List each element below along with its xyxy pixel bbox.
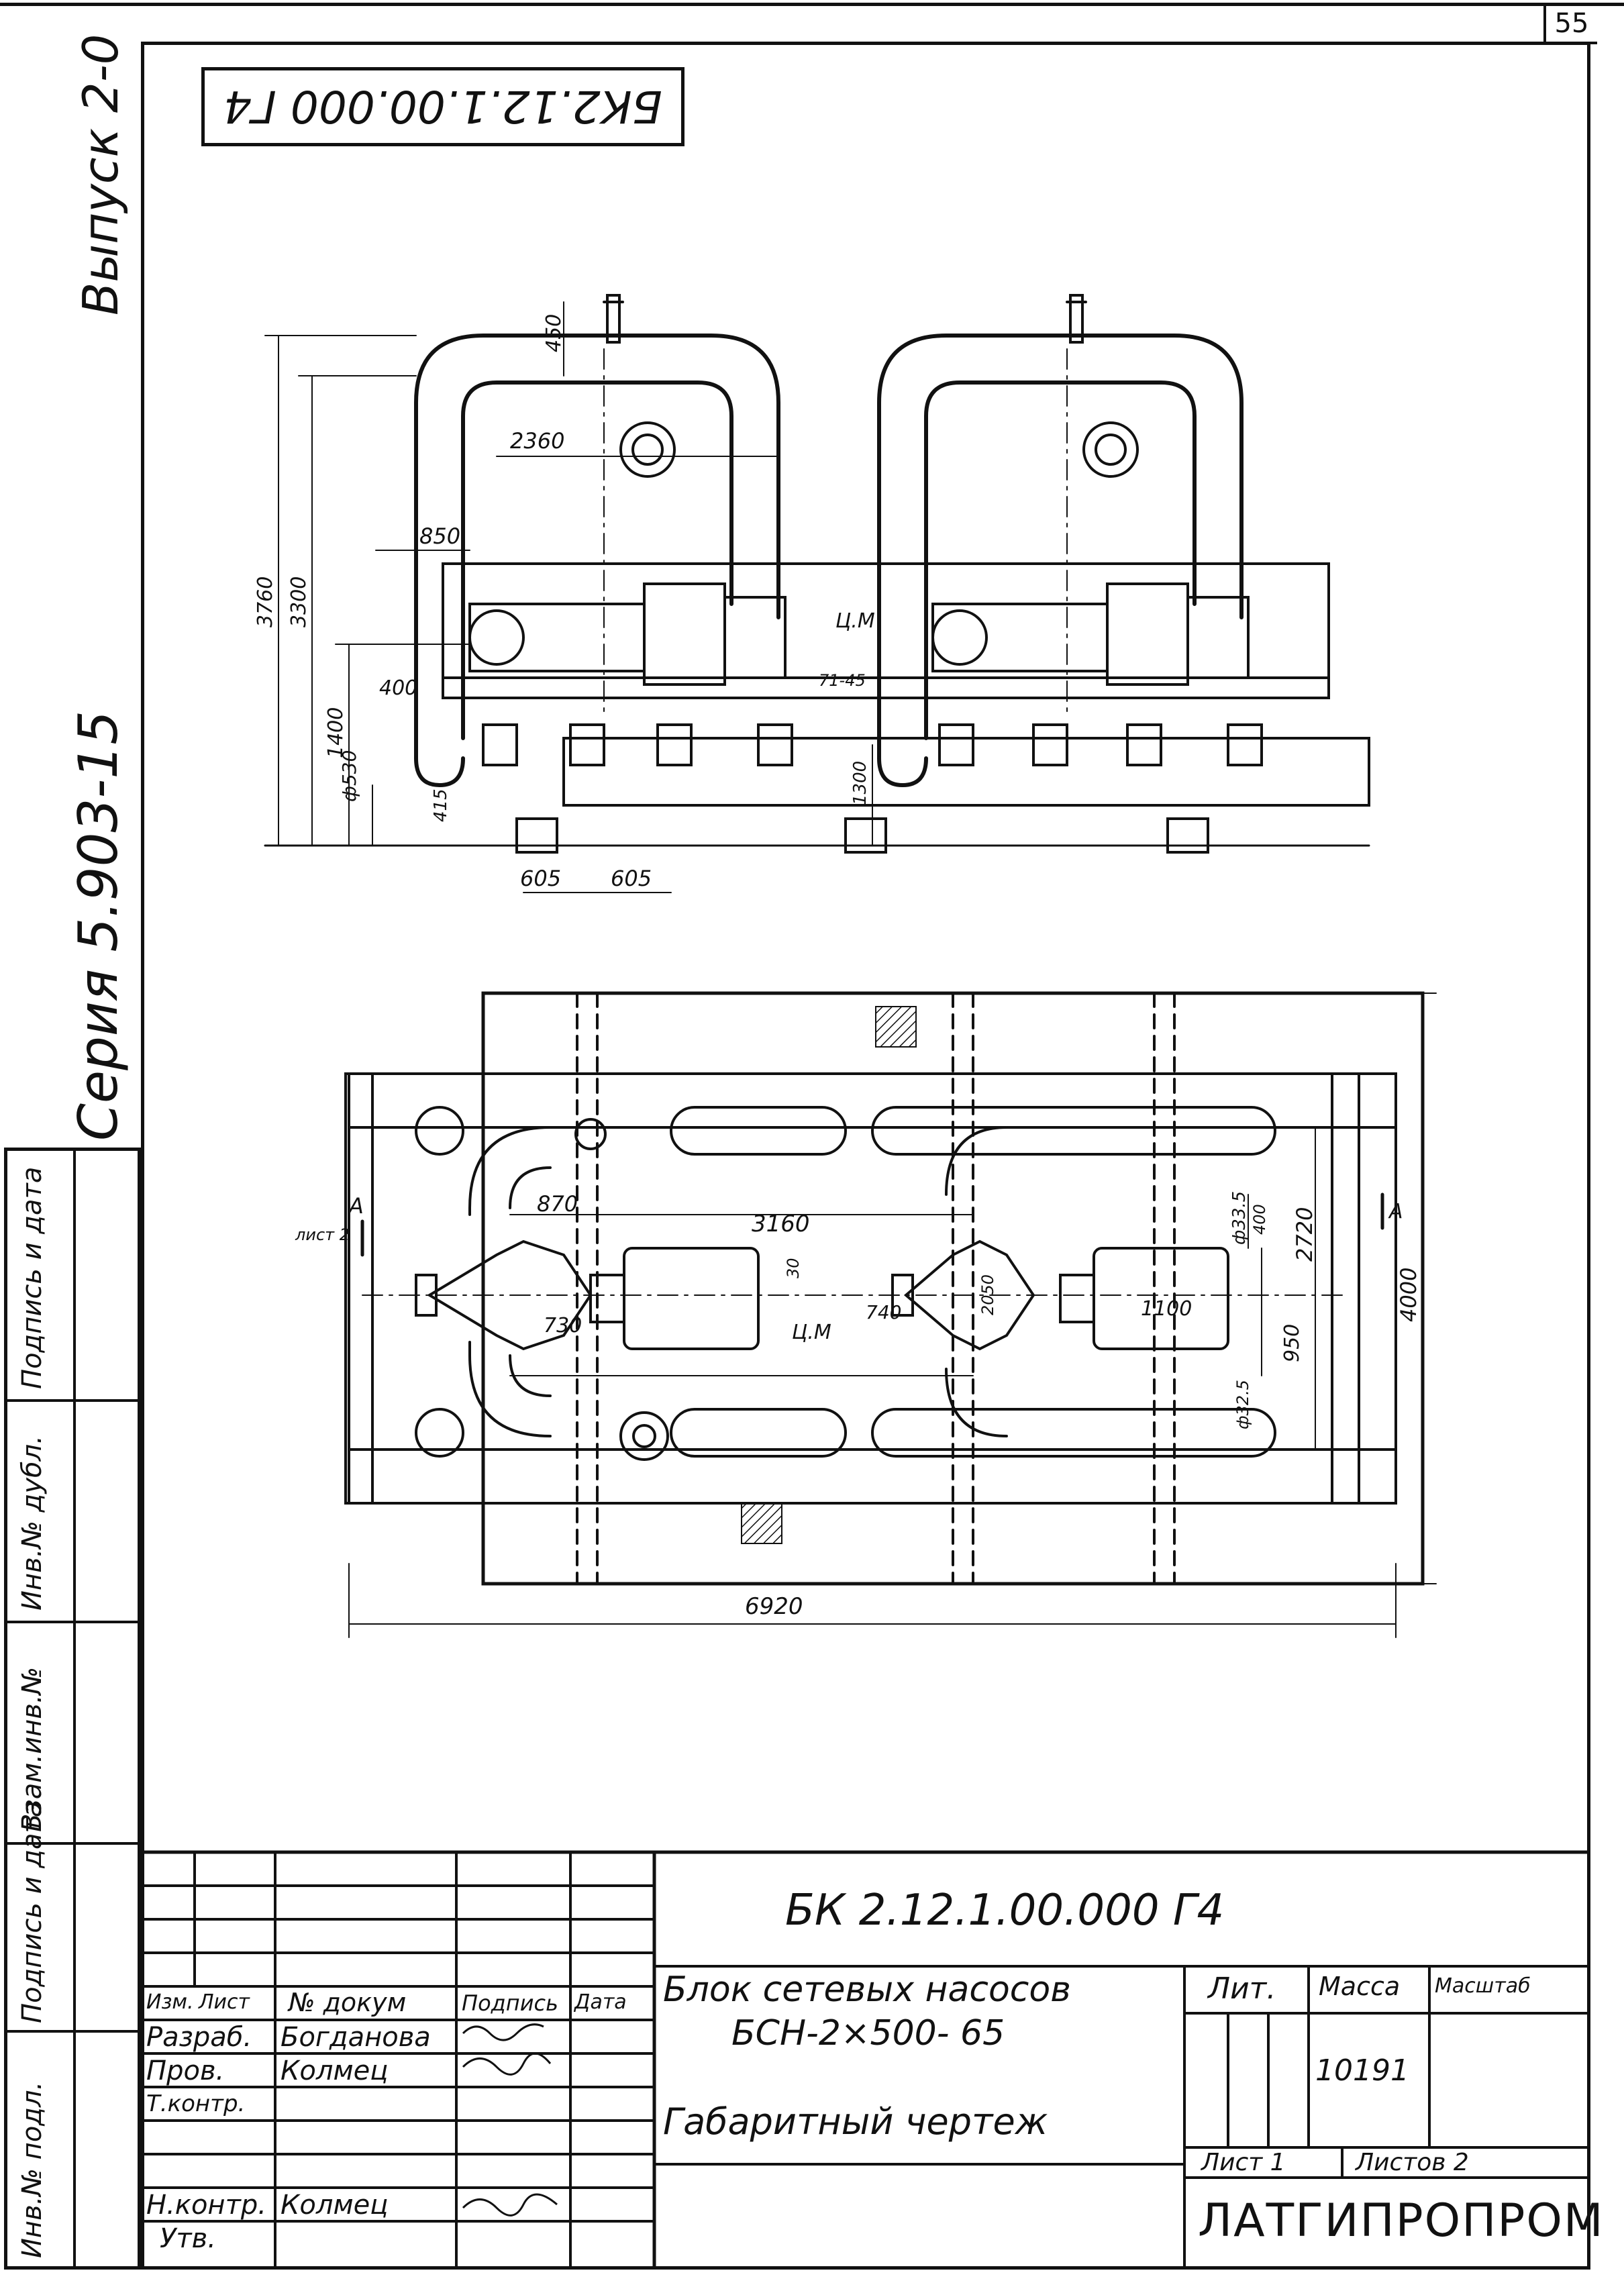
row-role: Т.контр. bbox=[146, 2090, 246, 2117]
header-doc-number: № докум bbox=[289, 1988, 407, 2017]
dim-label: 2720 bbox=[1292, 1207, 1317, 1262]
dim-label: ф32.5 bbox=[1233, 1380, 1252, 1429]
strip-separator bbox=[7, 1621, 138, 1623]
dim-label: 2360 bbox=[510, 428, 564, 454]
row-role: Н.контр. bbox=[146, 2190, 266, 2221]
header-date: Дата bbox=[574, 1990, 627, 2014]
signatures bbox=[462, 2023, 558, 2217]
dim-label: 950 bbox=[1280, 1324, 1304, 1362]
section-mark: А bbox=[348, 1193, 364, 1219]
dim-label: 400 bbox=[1250, 1204, 1269, 1235]
dim-label: 415 bbox=[431, 789, 451, 822]
dim-label: ф530 bbox=[338, 750, 360, 802]
mass-value: 10191 bbox=[1315, 2053, 1409, 2088]
row-role: Утв. bbox=[160, 2223, 216, 2254]
row-role: Пров. bbox=[146, 2055, 225, 2086]
mass-label: Масса bbox=[1319, 1972, 1401, 2001]
row-role: Разраб. bbox=[146, 2022, 252, 2053]
signature-razrab bbox=[462, 2023, 544, 2041]
header-signature: Подпись bbox=[462, 1990, 558, 2016]
dim-label: 850 bbox=[419, 523, 460, 549]
scale-label: Масштаб bbox=[1435, 1974, 1531, 1998]
dim-label: 870 bbox=[537, 1191, 578, 1217]
product-name: Блок сетевых насосов bbox=[663, 1970, 1071, 2010]
strip-separator bbox=[7, 1842, 138, 1845]
strip-separator bbox=[7, 2030, 138, 2033]
drawing-frame bbox=[141, 42, 1590, 2270]
document-type: Габаритный чертеж bbox=[663, 2100, 1048, 2143]
signature-nkontr bbox=[462, 2193, 558, 2217]
strip-divider bbox=[73, 1151, 76, 2266]
top-border-line bbox=[0, 3, 1624, 6]
sheet-count: Листов 2 bbox=[1356, 2149, 1469, 2176]
row-name: Богданова bbox=[281, 2022, 431, 2053]
dim-label: 605 bbox=[611, 866, 652, 891]
dim-label: 1300 bbox=[850, 761, 870, 805]
dim-label: 30 bbox=[784, 1258, 803, 1278]
signature-prov bbox=[462, 2052, 552, 2076]
dim-label: 1100 bbox=[1141, 1297, 1192, 1321]
header-izm: Изм. bbox=[146, 1990, 194, 2014]
row-name: Колмец bbox=[281, 2190, 389, 2221]
dim-label: ф33.5 bbox=[1229, 1191, 1250, 1245]
dim-label: 730 bbox=[544, 1314, 582, 1337]
dim-label: 450 bbox=[542, 314, 566, 352]
dim-label: Ц.М bbox=[792, 1321, 831, 1344]
dim-label: 3300 bbox=[287, 576, 311, 627]
elevation-view bbox=[264, 294, 1370, 893]
dim-label: 1400 bbox=[324, 707, 348, 758]
dim-label: 3160 bbox=[752, 1211, 810, 1237]
dim-label: 71-45 bbox=[819, 671, 866, 690]
row-name: Колмец bbox=[281, 2055, 389, 2086]
left-approval-strip: Подпись и дата Инв.№ дубл. Взам.инв.№ По… bbox=[4, 1148, 141, 2270]
plan-view bbox=[344, 991, 1437, 1638]
sheet-number: Лист 1 bbox=[1201, 2149, 1286, 2176]
section-mark: А bbox=[1388, 1200, 1403, 1223]
dim-label: 400 bbox=[379, 676, 417, 700]
title-designation: БК 2.12.1.00.000 Г4 bbox=[785, 1886, 1225, 1935]
header-list: Лист bbox=[199, 1990, 250, 2014]
title-block-grid bbox=[141, 1850, 1590, 2270]
dim-label: Ц.М bbox=[835, 609, 875, 633]
dim-label: 605 bbox=[520, 866, 561, 891]
dim-label: 3760 bbox=[254, 576, 277, 627]
organization-name: ЛАТГИПРОПРОМ bbox=[1198, 2194, 1605, 2247]
product-model: БСН-2×500- 65 bbox=[731, 2013, 1005, 2053]
dim-label: 6920 bbox=[745, 1593, 803, 1620]
lit-label: Лит. bbox=[1208, 1972, 1276, 2006]
section-sheet-ref: лист 2 bbox=[295, 1225, 350, 1244]
strip-separator bbox=[7, 1399, 138, 1402]
dim-label: 4000 bbox=[1396, 1268, 1421, 1322]
dim-label: 740 bbox=[866, 1301, 901, 1323]
dim-label: 2050 bbox=[978, 1274, 997, 1315]
